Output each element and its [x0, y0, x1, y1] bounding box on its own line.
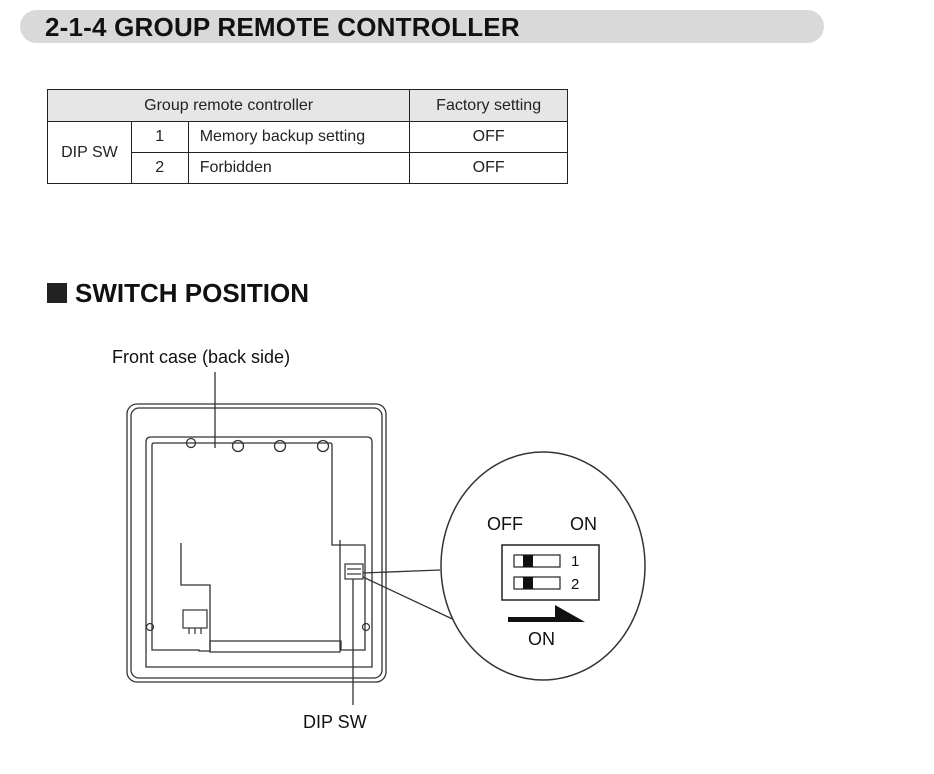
section-marker-icon — [47, 283, 67, 303]
factory-setting-cell: OFF — [409, 121, 568, 153]
dip-switch-detail: OFF ON 1 2 ON — [440, 451, 646, 681]
title-bar: 2-1-4 GROUP REMOTE CONTROLLER — [20, 10, 824, 43]
switch-position-diagram: Front case (back side) DIP SW O — [112, 347, 646, 732]
screw-hole-icon — [361, 622, 371, 632]
switch-number-2: 2 — [571, 576, 579, 593]
section-title: SWITCH POSITION — [75, 277, 309, 308]
dip-switch-settings-table: Group remote controller Factory setting … — [46, 89, 568, 184]
bump-icon — [316, 439, 330, 453]
arrow-on-label: ON — [528, 629, 555, 649]
on-label: ON — [570, 514, 597, 534]
inner-board-outline — [151, 442, 366, 652]
top-bumps — [185, 437, 330, 453]
header-group-remote-controller: Group remote controller — [46, 89, 411, 122]
dip-switch-body — [501, 544, 600, 601]
dip-switch-small — [344, 563, 364, 580]
arrow-right-icon — [508, 605, 585, 622]
screw-hole-icon — [145, 622, 155, 632]
inner-panel-outline — [180, 540, 341, 653]
bump-icon — [273, 439, 287, 453]
case-inner-edge — [130, 407, 383, 679]
off-label: OFF — [487, 514, 523, 534]
magnifier-line-top — [362, 569, 441, 574]
front-case-label: Front case (back side) — [112, 347, 290, 367]
dip-sw-label: DIP SW — [303, 712, 367, 732]
case-outer-edge — [126, 403, 387, 683]
switch-knob-1 — [523, 555, 533, 567]
bump-icon — [231, 439, 245, 453]
switch-number-cell: 2 — [130, 152, 189, 184]
switch-number-cell: 1 — [130, 121, 189, 153]
switch-knob-2 — [523, 577, 533, 589]
table-row: 2 Forbidden OFF — [48, 152, 568, 184]
case-inner-frame — [145, 436, 373, 668]
switch-function-cell: Memory backup setting — [187, 121, 411, 153]
bump-icon — [185, 437, 197, 449]
dip-sw-group-cell: DIP SW — [47, 121, 132, 184]
front-case — [126, 403, 387, 683]
connector-icon — [182, 609, 208, 634]
magnifier-line-bottom — [362, 576, 464, 625]
switch-function-cell: Forbidden — [187, 152, 411, 184]
switch-slot-1 — [513, 554, 561, 568]
switch-number-1: 1 — [571, 553, 579, 570]
switch-slot-2 — [513, 576, 561, 590]
table-row: DIP SW 1 Memory backup setting OFF — [47, 121, 568, 184]
page-title: 2-1-4 GROUP REMOTE CONTROLLER — [45, 12, 520, 42]
table-header-row: Group remote controller Factory setting — [46, 89, 568, 122]
header-factory-setting: Factory setting — [409, 89, 568, 122]
factory-setting-cell: OFF — [409, 152, 568, 184]
section-heading: SWITCH POSITION — [47, 278, 309, 308]
